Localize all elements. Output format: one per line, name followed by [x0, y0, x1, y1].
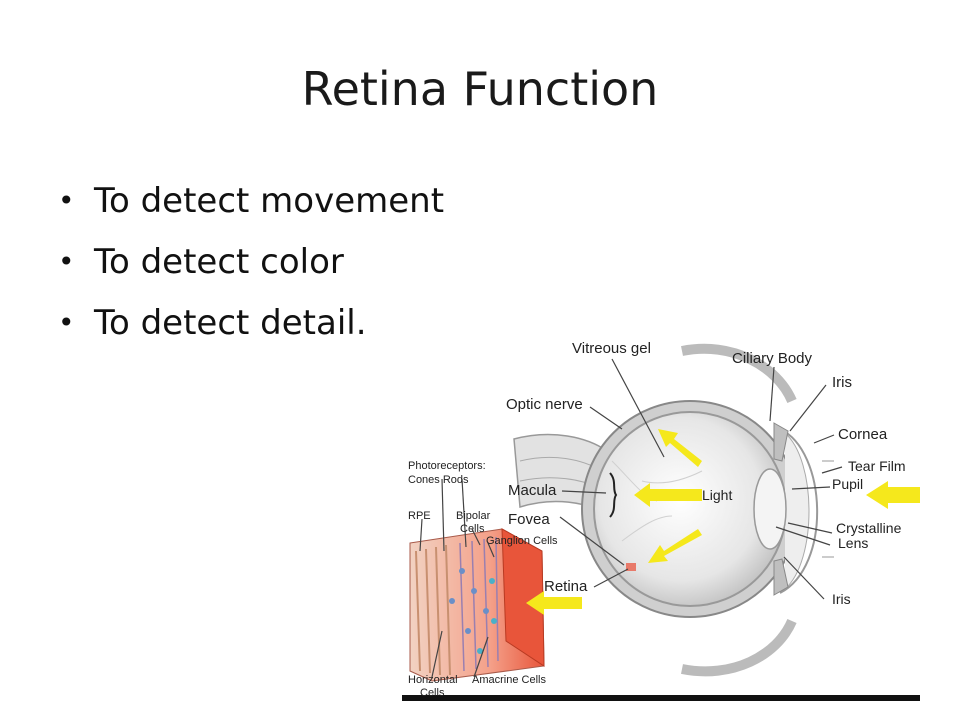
leader-lines: [419, 358, 843, 678]
label-crystalline: Crystalline: [836, 520, 902, 536]
light-arrow-upper-icon: [658, 429, 702, 467]
label-ciliary-body: Ciliary Body: [732, 350, 813, 367]
fovea-mark: [626, 563, 636, 571]
light-arrow-lower-icon: [648, 529, 702, 563]
label-pupil: Pupil: [832, 476, 863, 492]
bullet-item: • To detect color: [58, 236, 444, 297]
label-tear-film: Tear Film: [848, 458, 906, 474]
bottom-border: [402, 695, 920, 701]
bullet-dot-icon: •: [58, 184, 75, 217]
bullet-item: • To detect movement: [58, 175, 444, 236]
label-photoreceptors: Photoreceptors:: [408, 460, 486, 472]
bullet-dot-icon: •: [58, 306, 75, 339]
bullet-text: To detect detail.: [94, 303, 367, 343]
bullet-dot-icon: •: [58, 245, 75, 278]
label-bipolar-cells: Cells: [460, 523, 485, 535]
bullet-list: • To detect movement • To detect color • To…: [58, 175, 444, 358]
label-cornea: Cornea: [838, 426, 888, 443]
label-amacrine-cells: Amacrine Cells: [472, 674, 546, 686]
diagram-labels: Vitreous gel Ciliary Body Iris Optic ner…: [408, 340, 906, 699]
retina-tissue: [409, 528, 545, 682]
bullet-item: • To detect detail.: [58, 297, 444, 358]
label-iris-bottom: Iris: [832, 591, 851, 607]
eye-diagram: Vitreous gel Ciliary Body Iris Optic ner…: [402, 311, 920, 701]
label-horizontal-cells: Cells: [420, 687, 445, 699]
label-bipolar: Bipolar: [456, 510, 491, 522]
label-macula: Macula: [508, 482, 557, 499]
label-horizontal: Horizontal: [408, 674, 458, 686]
label-optic-nerve: Optic nerve: [506, 396, 583, 413]
light-arrow-center-icon: [634, 483, 702, 507]
label-lens: Lens: [838, 535, 868, 551]
light-arrow-incoming-icon: [866, 481, 920, 509]
label-fovea: Fovea: [508, 511, 550, 528]
bullet-text: To detect movement: [94, 181, 445, 221]
label-iris-top: Iris: [832, 374, 852, 391]
eye-diagram-svg: Vitreous gel Ciliary Body Iris Optic ner…: [402, 340, 920, 701]
label-vitreous-gel: Vitreous gel: [572, 340, 651, 357]
slide-title: Retina Function: [301, 62, 659, 116]
label-light: Light: [702, 487, 732, 503]
label-rpe: RPE: [408, 510, 431, 522]
label-ganglion-cells: Ganglion Cells: [486, 535, 558, 547]
light-arrow-retina-icon: [526, 591, 582, 615]
label-cones-rods: Cones Rods: [408, 474, 469, 486]
bullet-text: To detect color: [94, 242, 344, 282]
macula-bracket: [609, 472, 618, 518]
light-arrows: [526, 429, 920, 615]
label-retina: Retina: [544, 578, 588, 595]
anterior-eye: [753, 422, 834, 596]
